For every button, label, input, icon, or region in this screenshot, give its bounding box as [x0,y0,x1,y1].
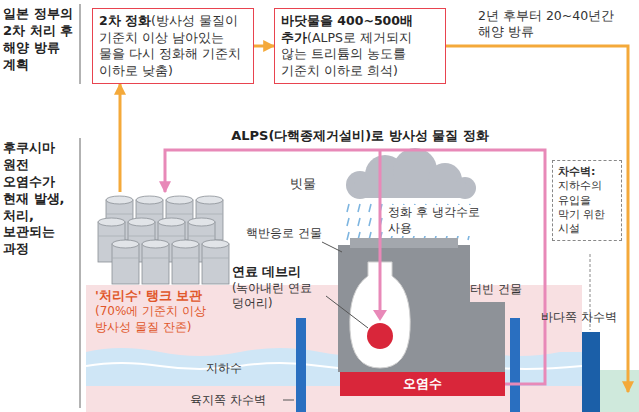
building-label: 터빈 건물 [470,282,532,298]
section-label: 후쿠시마 원전 오염수가 현재 발생, 처리, 보관되는 과정 [3,140,77,258]
cooling-label: 정화 후 냉각수로 사용 [388,205,488,236]
leader-line [322,242,342,252]
flow-arrow [165,150,545,384]
raindrop [358,204,360,212]
reactor-roof [350,238,458,248]
reactor-building [338,245,470,372]
raindrop [347,204,349,212]
sea [600,370,639,412]
section-label: 일본 정부의 2차 처리 후 해양 방류 계획 [3,6,77,74]
cooling-arrowhead [373,310,387,321]
ground [86,285,582,412]
land-wall [296,318,306,412]
bracket-rule [80,138,81,408]
edge-label: ALPS(다핵종제거설비)로 방사성 물질 정화 [200,127,520,145]
fuel-debris [367,323,393,349]
leader-line [326,296,368,328]
flow-arrow [254,45,274,48]
note-box: 차수벽:지하수의 유입을 막기 위한 시설 [552,160,622,241]
node-body: (70%에 기준치 이상 방사성 물질 잔존) [95,304,230,335]
bracket-rule [80,4,81,84]
wall-label: 바다쪽 차수벽 [536,310,622,326]
raindrop [369,218,371,226]
tank [202,240,229,284]
debris-note: (녹아내린 연료 덩어리) [232,281,324,311]
tank [112,240,139,284]
flow-arrow [119,84,122,192]
debris-label: 연료 데브리 [232,264,332,280]
leader-line [283,400,294,401]
cloud [346,148,476,199]
raindrop [347,232,349,240]
tank [172,240,199,284]
node-heading: 2차 정화 [99,13,151,28]
node-heading: 오염수 [403,376,442,391]
cooling-line [379,150,382,312]
tank [142,240,169,284]
raindrop [369,204,371,212]
water-label: 지하수 [206,361,258,377]
rain-label: 빗물 [290,176,330,192]
node-heading: 차수벽: [558,165,616,179]
node-body: 지하수의 유입을 막기 위한 시설 [558,179,616,236]
raindrop [347,218,349,226]
process-box: 2차 정화(방사성 물질이 기준치 이상 남아있는 물을 다시 정화해 기준치 … [92,8,254,84]
turbine-building [470,302,505,372]
wall-label: 육지쪽 차수벽 [190,393,284,409]
tank-group [98,196,229,284]
process-box: 바닷물을 400~500배 추가(ALPS로 제거되지 않는 트리튬의 농도를 … [274,8,446,84]
sea-wall [582,332,600,412]
raindrop [358,218,360,226]
node-heading: '처리수' 탱크 보관 [95,288,230,304]
discharge-note: 2년 후부터 20~40년간 해양 방류 [478,8,623,41]
groundwater-wave [86,363,582,369]
building-label: 핵반응로 건물 [246,226,336,242]
tank-storage: '처리수' 탱크 보관(70%에 기준치 이상 방사성 물질 잔존) [95,192,230,335]
groundwater [86,348,582,386]
contaminated-water: 오염수 [340,372,505,396]
land-wall [510,318,520,412]
